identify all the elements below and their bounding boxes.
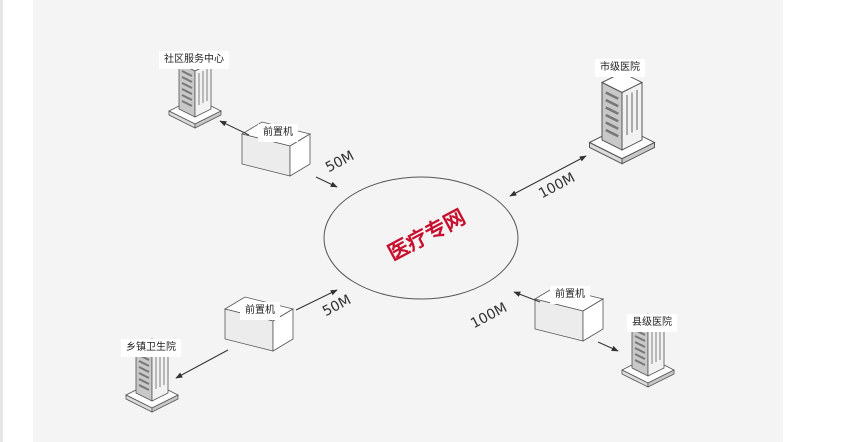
city-hospital-building-icon — [588, 71, 656, 165]
arrow-front-to-township — [175, 349, 229, 379]
front-machine-label-top-left: 前置机 — [258, 124, 298, 142]
arrow-network-city-hospital — [509, 155, 587, 197]
bandwidth-bottom-right: 100M — [468, 300, 510, 332]
arrow-front-to-county-hospital — [597, 341, 619, 352]
network-ring — [323, 176, 519, 300]
network-title: 医疗专网 — [384, 205, 469, 266]
county-hospital-label: 县级医院 — [627, 314, 677, 332]
township-hospital-label: 乡镇卫生院 — [121, 339, 181, 357]
front-machine-label-bottom-right: 前置机 — [550, 286, 590, 304]
front-machine-label-bottom-left: 前置机 — [240, 302, 280, 320]
arrow-bottom-right-to-network — [513, 291, 541, 303]
arrow-bottom-left-to-network — [295, 289, 338, 311]
page-edge — [0, 0, 3, 442]
arrow-front-to-community — [219, 120, 250, 136]
community-center-label: 社区服务中心 — [159, 51, 229, 69]
bandwidth-top-right: 100M — [536, 170, 578, 202]
arrow-top-left-to-network — [315, 176, 338, 188]
bandwidth-top-left: 50M — [323, 148, 357, 176]
city-hospital-label: 市级医院 — [595, 59, 645, 77]
